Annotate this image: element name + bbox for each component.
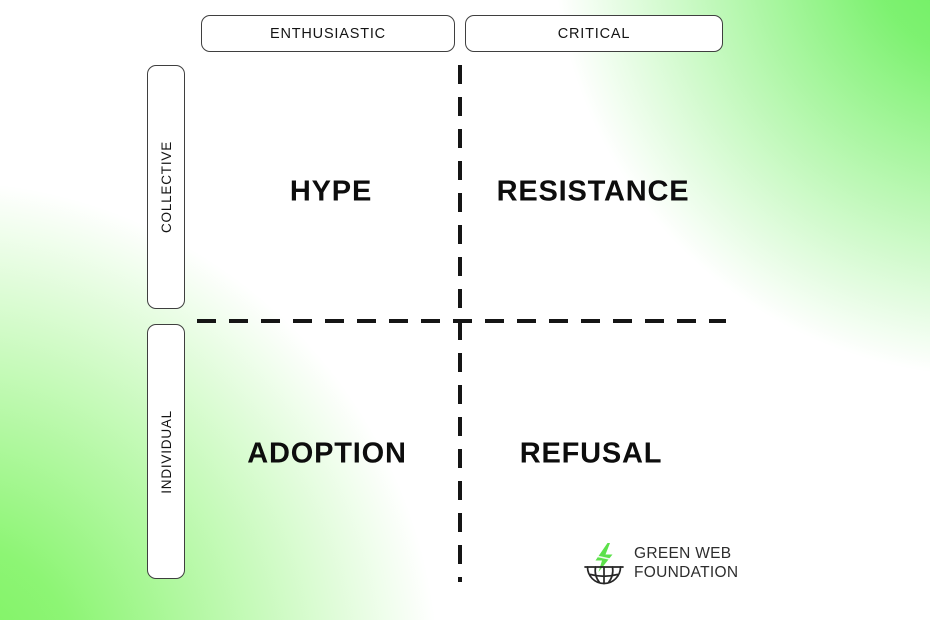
x-axis-label-text: CRITICAL [557, 25, 631, 42]
x-axis-label-text: ENTHUSIASTIC [270, 25, 386, 42]
x-axis-label-enthusiastic: ENTHUSIASTIC [201, 15, 455, 52]
y-axis-label-individual: INDIVIDUAL [147, 324, 185, 579]
lightning-globe-icon [583, 542, 625, 586]
logo-wordmark: GREEN WEB FOUNDATION [634, 545, 738, 583]
y-axis-label-text: INDIVIDUAL [158, 409, 174, 494]
y-axis-label-text: COLLECTIVE [158, 140, 174, 234]
logo-line1: GREEN WEB [634, 545, 732, 563]
quadrant-label-adoption: ADOPTION [247, 437, 407, 470]
horizontal-divider-dashed-line [197, 319, 726, 323]
y-axis-label-collective: COLLECTIVE [147, 65, 185, 309]
green-web-foundation-logo: GREEN WEB FOUNDATION [583, 542, 738, 586]
vertical-divider-dashed-line [458, 65, 462, 582]
quadrant-label-refusal: REFUSAL [519, 437, 663, 470]
x-axis-label-critical: CRITICAL [465, 15, 723, 52]
quadrant-label-hype: HYPE [289, 175, 373, 208]
logo-line2: FOUNDATION [634, 564, 739, 581]
quadrant-label-resistance: RESISTANCE [496, 175, 690, 208]
